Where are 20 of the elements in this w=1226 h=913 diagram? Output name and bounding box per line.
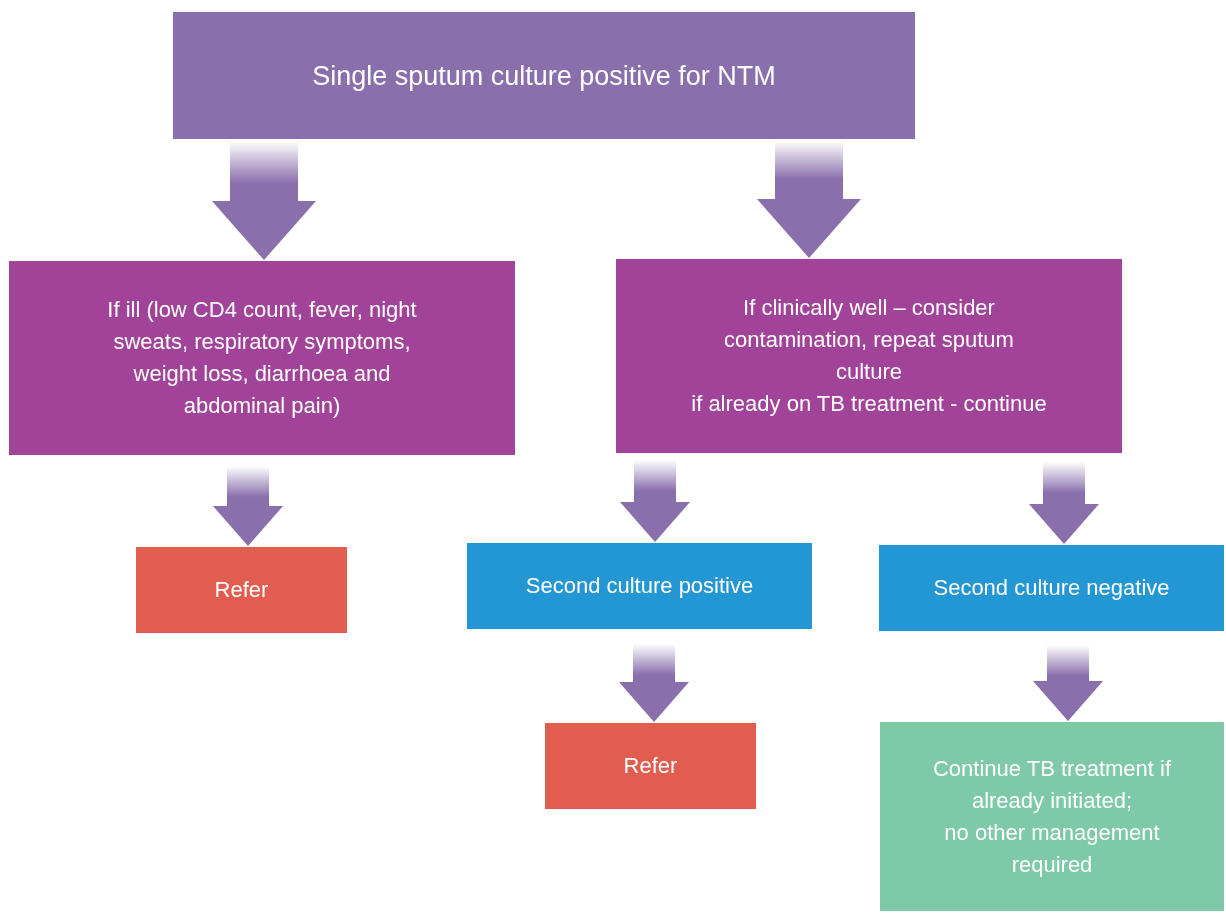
box-text: no other management required — [943, 818, 1161, 879]
process-box — [136, 547, 347, 633]
process-box — [880, 722, 1224, 911]
process-box — [467, 543, 812, 629]
box-text: Refer — [623, 752, 678, 780]
process-box — [879, 545, 1224, 631]
process-box — [545, 723, 756, 809]
process-box — [9, 261, 515, 455]
block-arrow — [757, 140, 861, 258]
box-text: Refer — [214, 576, 269, 604]
process-box — [173, 12, 915, 139]
box-text: Second culture negative — [933, 574, 1170, 602]
box-text: If ill (low CD4 count, fever, night sweats, respiratory symptoms, weight loss, diarrhoea and abdominal pain) — [106, 296, 418, 420]
box-text: If clinically well – consider contamination, repeat sputum culture — [723, 294, 1015, 386]
box-text: if already on TB treatment - continue — [691, 390, 1047, 418]
box-text: Single sputum culture positive for NTM — [312, 59, 776, 92]
box-text: Second culture positive — [525, 572, 754, 600]
process-box — [616, 259, 1122, 453]
box-text: Continue TB treatment if already initiated; — [931, 754, 1172, 815]
block-arrow — [212, 140, 316, 260]
